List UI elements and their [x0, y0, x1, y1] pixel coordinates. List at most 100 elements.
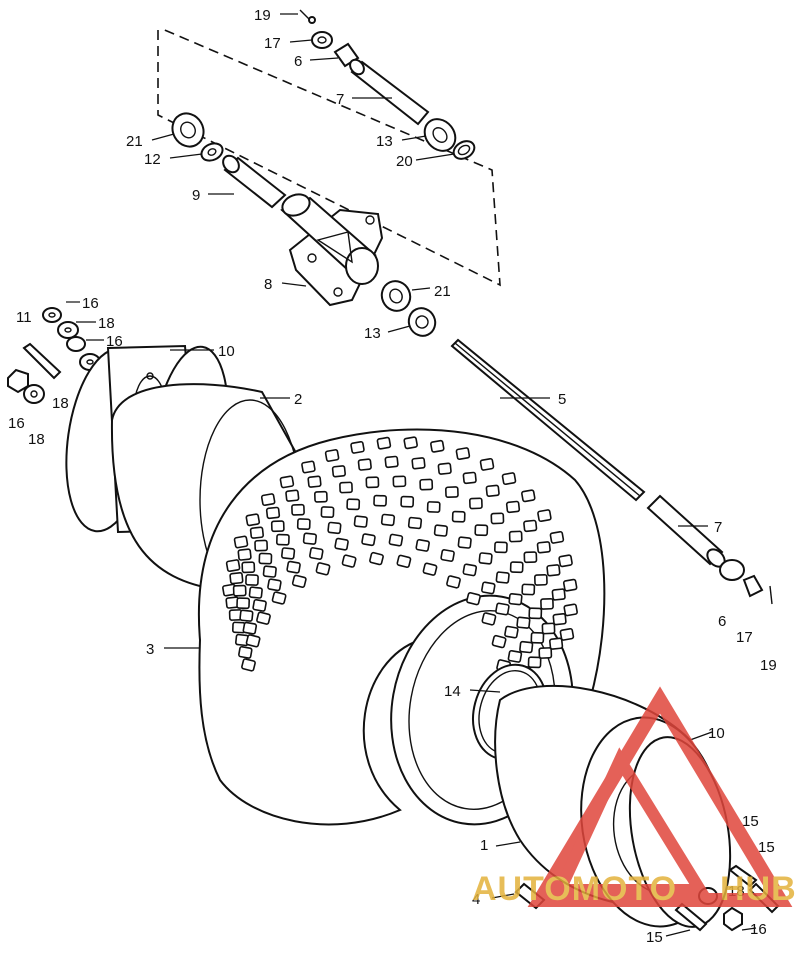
callout-13-top: 13: [376, 133, 393, 150]
callout-1: 1: [480, 837, 488, 854]
part-21-bearing-left: [171, 112, 205, 148]
callout-17-right: 17: [736, 629, 753, 646]
tread-block: [262, 565, 277, 578]
tread-block: [313, 490, 328, 503]
tread-block: [225, 559, 241, 573]
tread-block: [519, 640, 534, 654]
tread-block: [307, 475, 322, 488]
tread-block: [373, 494, 388, 507]
callout-15-b: 15: [758, 839, 775, 856]
callout-16-b: 16: [106, 333, 123, 350]
tread-block: [271, 591, 287, 605]
tread-block: [331, 465, 346, 478]
callout-13-lower: 13: [364, 325, 381, 342]
part-6-collar-right: [719, 559, 745, 581]
tread-block: [320, 506, 335, 519]
callout-18-a: 18: [98, 315, 115, 332]
tread-block: [281, 547, 296, 560]
tread-block: [422, 562, 438, 576]
tread-block: [286, 560, 301, 574]
callout-21-lower: 21: [434, 283, 451, 300]
tread-block: [527, 656, 542, 669]
tread-block: [533, 573, 548, 586]
callout-16-a: 16: [82, 295, 99, 312]
tread-block: [446, 575, 461, 589]
tread-block: [260, 493, 276, 507]
tread-block: [462, 563, 478, 577]
callout-4: 4: [472, 891, 480, 908]
watermark-text-hub: HUB: [720, 870, 797, 908]
tread-block: [430, 439, 445, 453]
tread-block: [285, 489, 300, 502]
tread-block: [229, 571, 244, 585]
tread-block: [315, 562, 331, 576]
callout-10-left: 10: [218, 343, 235, 360]
tread-block: [275, 533, 290, 546]
tread-block: [501, 472, 517, 486]
part-19-cotter-pin-right: [769, 585, 773, 605]
tread-block: [309, 547, 324, 560]
callout-18-c: 18: [28, 431, 45, 448]
tread-block: [505, 500, 521, 514]
part-16-nut-a: [42, 307, 62, 323]
tread-block: [233, 535, 249, 549]
tread-block: [392, 475, 407, 488]
callout-6-right: 6: [718, 613, 726, 630]
callout-16-d: 16: [750, 921, 767, 938]
watermark-text-automoto: AUTOMOTO: [472, 870, 677, 908]
tread-block: [538, 647, 553, 659]
tread-block: [346, 498, 361, 511]
tread-block: [361, 533, 376, 547]
callout-19-top: 19: [254, 7, 271, 24]
tread-block: [384, 455, 399, 469]
part-18-washer-a: [57, 321, 79, 339]
part-20-seal: [452, 140, 476, 160]
callout-6-top: 6: [294, 53, 302, 70]
tread-block: [551, 588, 566, 601]
tread-block: [495, 602, 510, 616]
tread-block: [508, 592, 523, 606]
tread-block: [291, 574, 307, 588]
tread-block: [376, 436, 392, 450]
callout-5: 5: [558, 391, 566, 408]
tread-block: [350, 440, 365, 454]
tread-block: [400, 495, 415, 508]
tread-block: [508, 530, 523, 543]
tread-block: [536, 541, 551, 554]
tread-block: [457, 536, 472, 549]
callout-10-right: 10: [708, 725, 725, 742]
tread-block: [549, 637, 564, 650]
tread-block: [252, 598, 267, 612]
part-17-castle-nut-top: [311, 31, 333, 49]
tread-block: [478, 552, 493, 565]
tread-block: [232, 584, 247, 597]
part-18-washer-c: [23, 384, 45, 404]
tread-block: [541, 622, 556, 635]
tread-block: [241, 658, 256, 672]
watermark-triangle-inner: [550, 747, 711, 896]
tread-block: [562, 578, 578, 592]
tread-block: [474, 524, 489, 537]
tread-block: [279, 475, 295, 489]
tread-block: [509, 561, 524, 574]
tread-block: [403, 436, 418, 450]
callout-20: 20: [396, 153, 413, 170]
leader-lines: [66, 13, 757, 937]
callout-19-right: 19: [760, 657, 777, 674]
tread-block: [237, 548, 252, 561]
tread-block: [267, 578, 282, 592]
tread-block: [238, 645, 253, 659]
tread-block: [302, 532, 317, 545]
tread-block: [239, 609, 254, 622]
tread-block: [540, 597, 554, 610]
tread-block: [481, 612, 497, 626]
tread-block: [563, 603, 578, 617]
callout-7-right: 7: [714, 519, 722, 536]
tread-block: [521, 489, 536, 503]
tread-block: [369, 551, 384, 566]
callout-15-c: 15: [646, 929, 663, 946]
tread-block: [245, 574, 259, 586]
tread-block: [254, 539, 269, 552]
tread-block: [495, 571, 510, 584]
callout-labels: 19 17 6 7 21 12 13 20 9 8 21 13 16 11 18…: [8, 7, 777, 946]
